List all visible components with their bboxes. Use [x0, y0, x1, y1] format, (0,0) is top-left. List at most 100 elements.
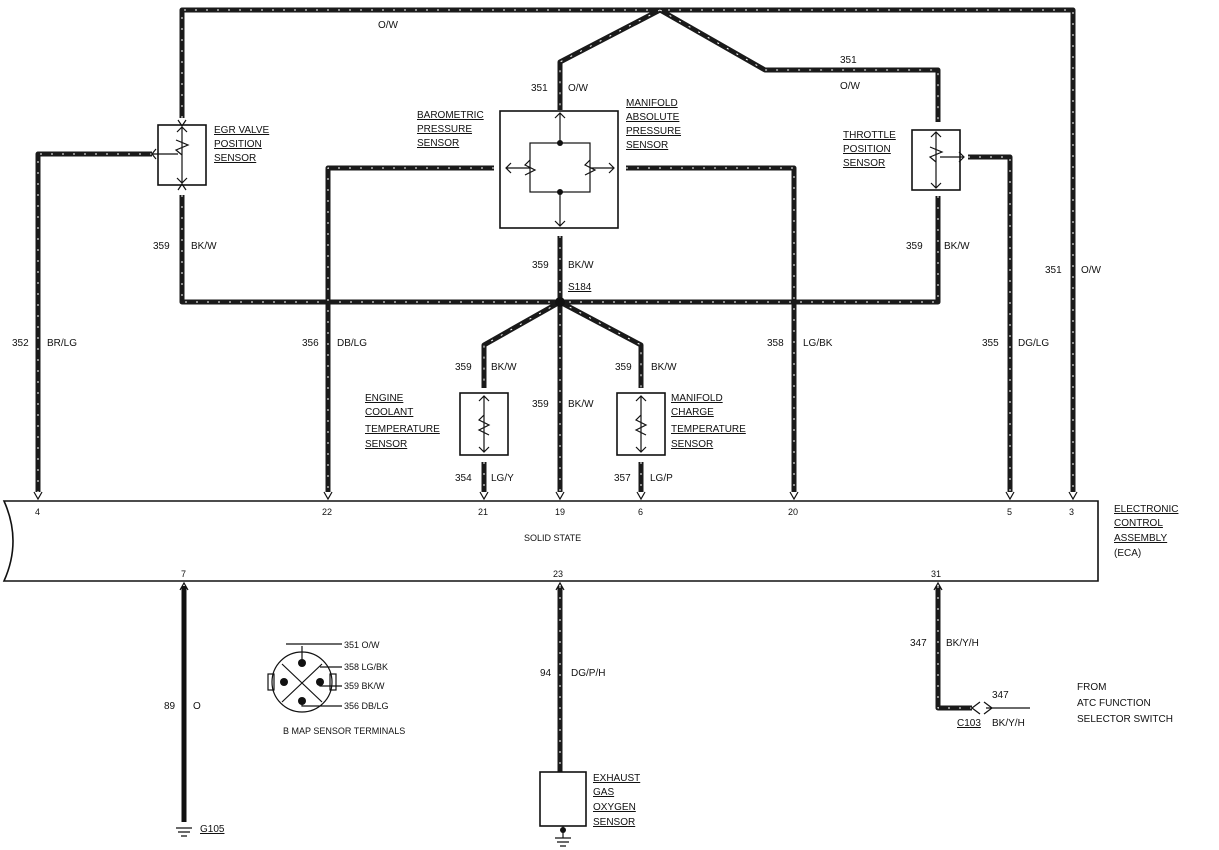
ego-sensor: EXHAUST GAS OXYGEN SENSOR: [539, 771, 640, 847]
eca-solid-state: SOLID STATE: [524, 533, 581, 543]
mct-signal-color: LG/P: [650, 473, 673, 484]
tps-label-1: THROTTLE: [843, 130, 896, 141]
egr-sensor: EGR VALVE POSITION SENSOR: [151, 119, 270, 191]
baro-map-sensor: BAROMETRIC PRESSURE SENSOR MANIFOLD ABSO…: [417, 98, 681, 229]
center-ground-color: BK/W: [568, 399, 594, 410]
mct-ground-color: BK/W: [651, 362, 677, 373]
wires: [35, 7, 1076, 822]
egr-label-3: SENSOR: [214, 153, 256, 164]
splice-s184: S184: [568, 282, 592, 293]
mct-label-3: TEMPERATURE: [671, 424, 746, 435]
map-terminal-caption: B MAP SENSOR TERMINALS: [283, 726, 405, 736]
pin-6: 6: [638, 507, 643, 517]
map-supply-circuit: 351: [531, 83, 548, 94]
eca-module: 4 22 21 19 6 20 5 3 SOLID STATE 7 23 31 …: [2, 491, 1178, 591]
mct-ground-circuit: 359: [615, 362, 632, 373]
map-ground-circuit: 359: [532, 260, 549, 271]
atc-color-2: BK/Y/H: [992, 718, 1025, 729]
pin-21: 21: [478, 507, 488, 517]
ect-signal-circuit: 354: [455, 473, 472, 484]
map-term-1: 351 O/W: [344, 640, 380, 650]
ground-color: O: [193, 701, 201, 712]
pin-19: 19: [555, 507, 565, 517]
egr-ground-circuit: 359: [153, 241, 170, 252]
wire-egr-signal: [35, 151, 152, 492]
mct-label-2: CHARGE: [671, 407, 714, 418]
top-loop-color: O/W: [378, 20, 399, 31]
tps-ground-circuit: 359: [906, 241, 923, 252]
ego-label-2: GAS: [593, 787, 614, 798]
map-terminal-inset: 351 O/W 358 LG/BK 359 BK/W 356 DB/LG B M…: [267, 640, 405, 736]
center-ground-circuit: 359: [532, 399, 549, 410]
ect-label-2: COOLANT: [365, 407, 413, 418]
mct-sensor: MANIFOLD CHARGE TEMPERATURE SENSOR: [616, 392, 746, 456]
eca-label-4: (ECA): [1114, 548, 1141, 559]
map-term-2: 358 LG/BK: [344, 662, 388, 672]
map-ground-color: BK/W: [568, 260, 594, 271]
mct-signal-circuit: 357: [614, 473, 631, 484]
egr-signal-circuit: 352: [12, 338, 29, 349]
pin-5: 5: [1007, 507, 1012, 517]
pin-20: 20: [788, 507, 798, 517]
egr-label-2: POSITION: [214, 139, 262, 150]
atc-connector: C103: [957, 718, 981, 729]
ect-label-1: ENGINE: [365, 393, 404, 404]
ground-circuit: 89: [164, 701, 176, 712]
eca-label-1: ELECTRONIC: [1114, 504, 1178, 515]
atc-input: FROM ATC FUNCTION SELECTOR SWITCH: [971, 682, 1173, 725]
atc-circuit: 347: [910, 638, 927, 649]
ect-ground-color: BK/W: [491, 362, 517, 373]
egr-ground-color: BK/W: [191, 241, 217, 252]
pin-7: 7: [181, 569, 186, 579]
wire-labels: O/W 351 O/W 351 O/W 351 O/W 359 BK/W 359…: [12, 20, 1102, 729]
baro-label-2: PRESSURE: [417, 124, 472, 135]
map-term-4: 356 DB/LG: [344, 701, 389, 711]
tps-ground-color: BK/W: [944, 241, 970, 252]
map-label-2: ABSOLUTE: [626, 112, 680, 123]
tps-signal-circuit: 355: [982, 338, 999, 349]
splice-s184-dot: [555, 297, 565, 307]
pin-31: 31: [931, 569, 941, 579]
ground-g105-label: G105: [200, 824, 225, 835]
baro-signal-color: DB/LG: [337, 338, 367, 349]
map-supply-color: O/W: [568, 83, 589, 94]
atc-circuit-2: 347: [992, 690, 1009, 701]
right-supply-circuit: 351: [1045, 265, 1062, 276]
baro-label-1: BAROMETRIC: [417, 110, 484, 121]
map-term-3: 359 BK/W: [344, 681, 385, 691]
wire-egr-ground: [179, 195, 560, 305]
atc-color: BK/Y/H: [946, 638, 979, 649]
ect-label-3: TEMPERATURE: [365, 424, 440, 435]
right-supply-color: O/W: [1081, 265, 1102, 276]
wire-ect-ground: [481, 299, 562, 388]
tps-label-2: POSITION: [843, 144, 891, 155]
wire-tps-supply: [658, 7, 941, 122]
baro-signal-circuit: 356: [302, 338, 319, 349]
ect-ground-circuit: 359: [455, 362, 472, 373]
map-label-3: PRESSURE: [626, 126, 681, 137]
atc-label-3: SELECTOR SWITCH: [1077, 714, 1173, 725]
tps-supply-circuit: 351: [840, 55, 857, 66]
pin-22: 22: [322, 507, 332, 517]
tps-label-3: SENSOR: [843, 158, 885, 169]
atc-label-1: FROM: [1077, 682, 1106, 693]
pin-4: 4: [35, 507, 40, 517]
ego-color: DG/P/H: [571, 668, 605, 679]
ect-signal-color: LG/Y: [491, 473, 514, 484]
map-label-4: SENSOR: [626, 140, 668, 151]
ego-label-1: EXHAUST: [593, 773, 640, 784]
ego-label-3: OXYGEN: [593, 802, 636, 813]
ect-sensor: ENGINE COOLANT TEMPERATURE SENSOR: [365, 392, 509, 456]
map-signal-color: LG/BK: [803, 338, 833, 349]
wire-tps-signal: [968, 154, 1013, 492]
ect-label-4: SENSOR: [365, 439, 407, 450]
ground-g105: G105: [176, 824, 225, 837]
wire-mct-ground: [558, 299, 644, 388]
pin-23: 23: [553, 569, 563, 579]
atc-label-2: ATC FUNCTION: [1077, 698, 1151, 709]
egr-signal-color: BR/LG: [47, 338, 77, 349]
wire-tps-ground: [560, 196, 941, 305]
tps-signal-color: DG/LG: [1018, 338, 1049, 349]
wire-top-loop: [179, 7, 1076, 492]
